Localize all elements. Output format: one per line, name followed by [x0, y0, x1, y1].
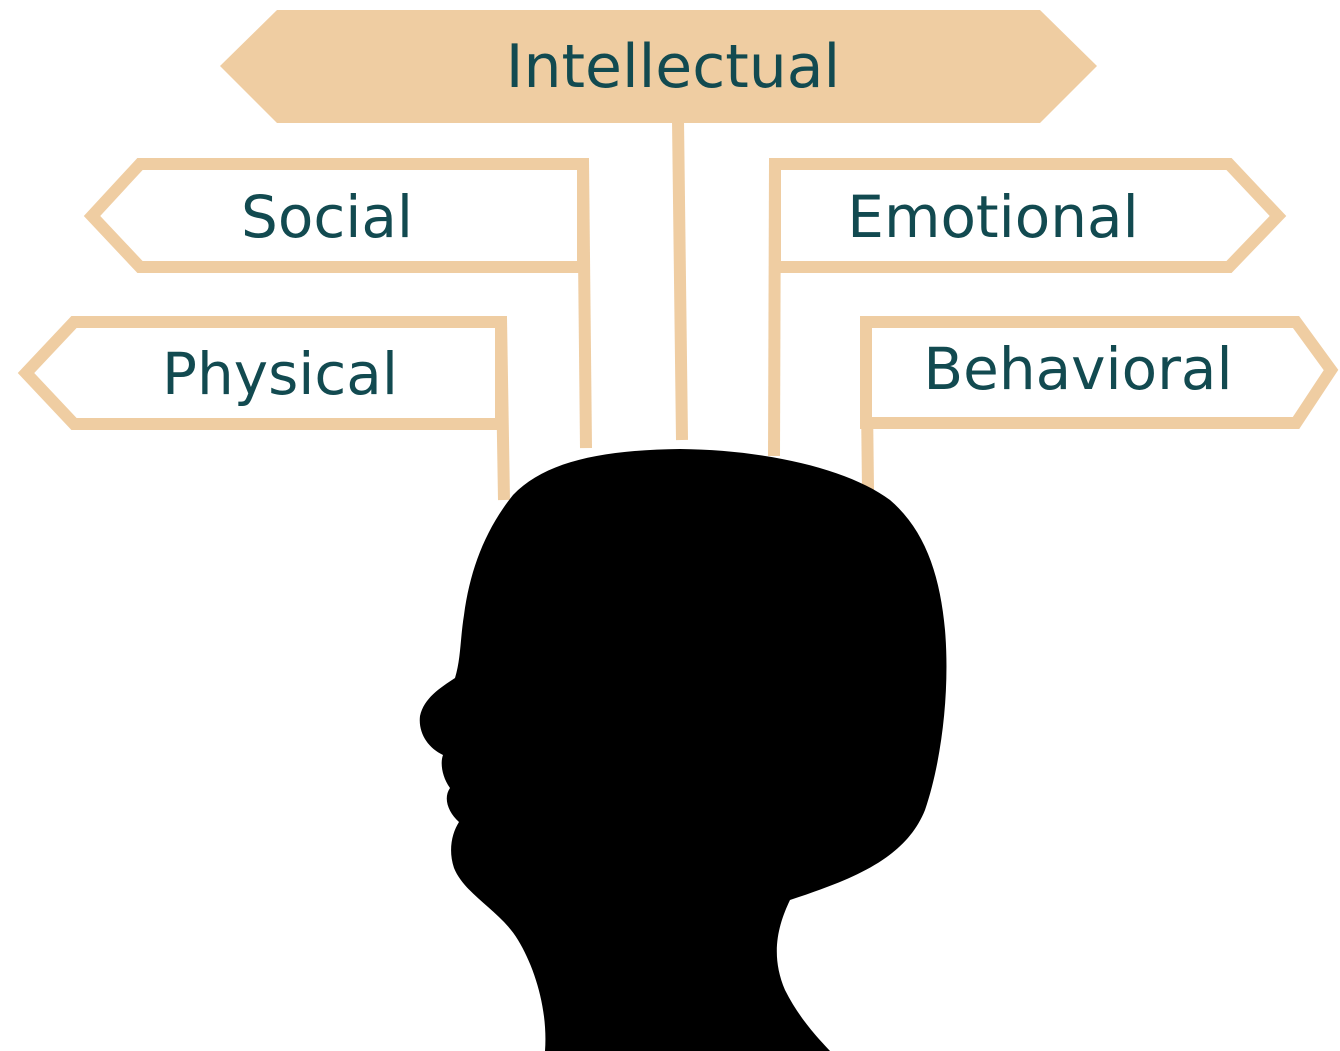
sign-emotional: Emotional — [769, 158, 1287, 273]
sign-behavioral-board — [860, 316, 1339, 429]
sign-behavioral: Behavioral — [860, 316, 1339, 429]
sign-intellectual: Intellectual — [220, 10, 1097, 123]
sign-behavioral-label: Behavioral — [923, 335, 1232, 403]
sign-physical: Physical — [17, 316, 507, 430]
sign-social: Social — [83, 158, 589, 273]
sign-intellectual-board — [220, 10, 1097, 123]
sign-emotional-label: Emotional — [847, 183, 1138, 251]
pole-intellectual — [672, 119, 688, 441]
sign-social-label: Social — [241, 183, 413, 251]
head-silhouette — [419, 449, 947, 1051]
sign-physical-board — [17, 316, 507, 430]
sign-intellectual-label: Intellectual — [506, 32, 840, 102]
sign-social-board — [83, 158, 589, 273]
sign-emotional-board — [769, 158, 1287, 273]
sign-physical-label: Physical — [162, 340, 398, 408]
